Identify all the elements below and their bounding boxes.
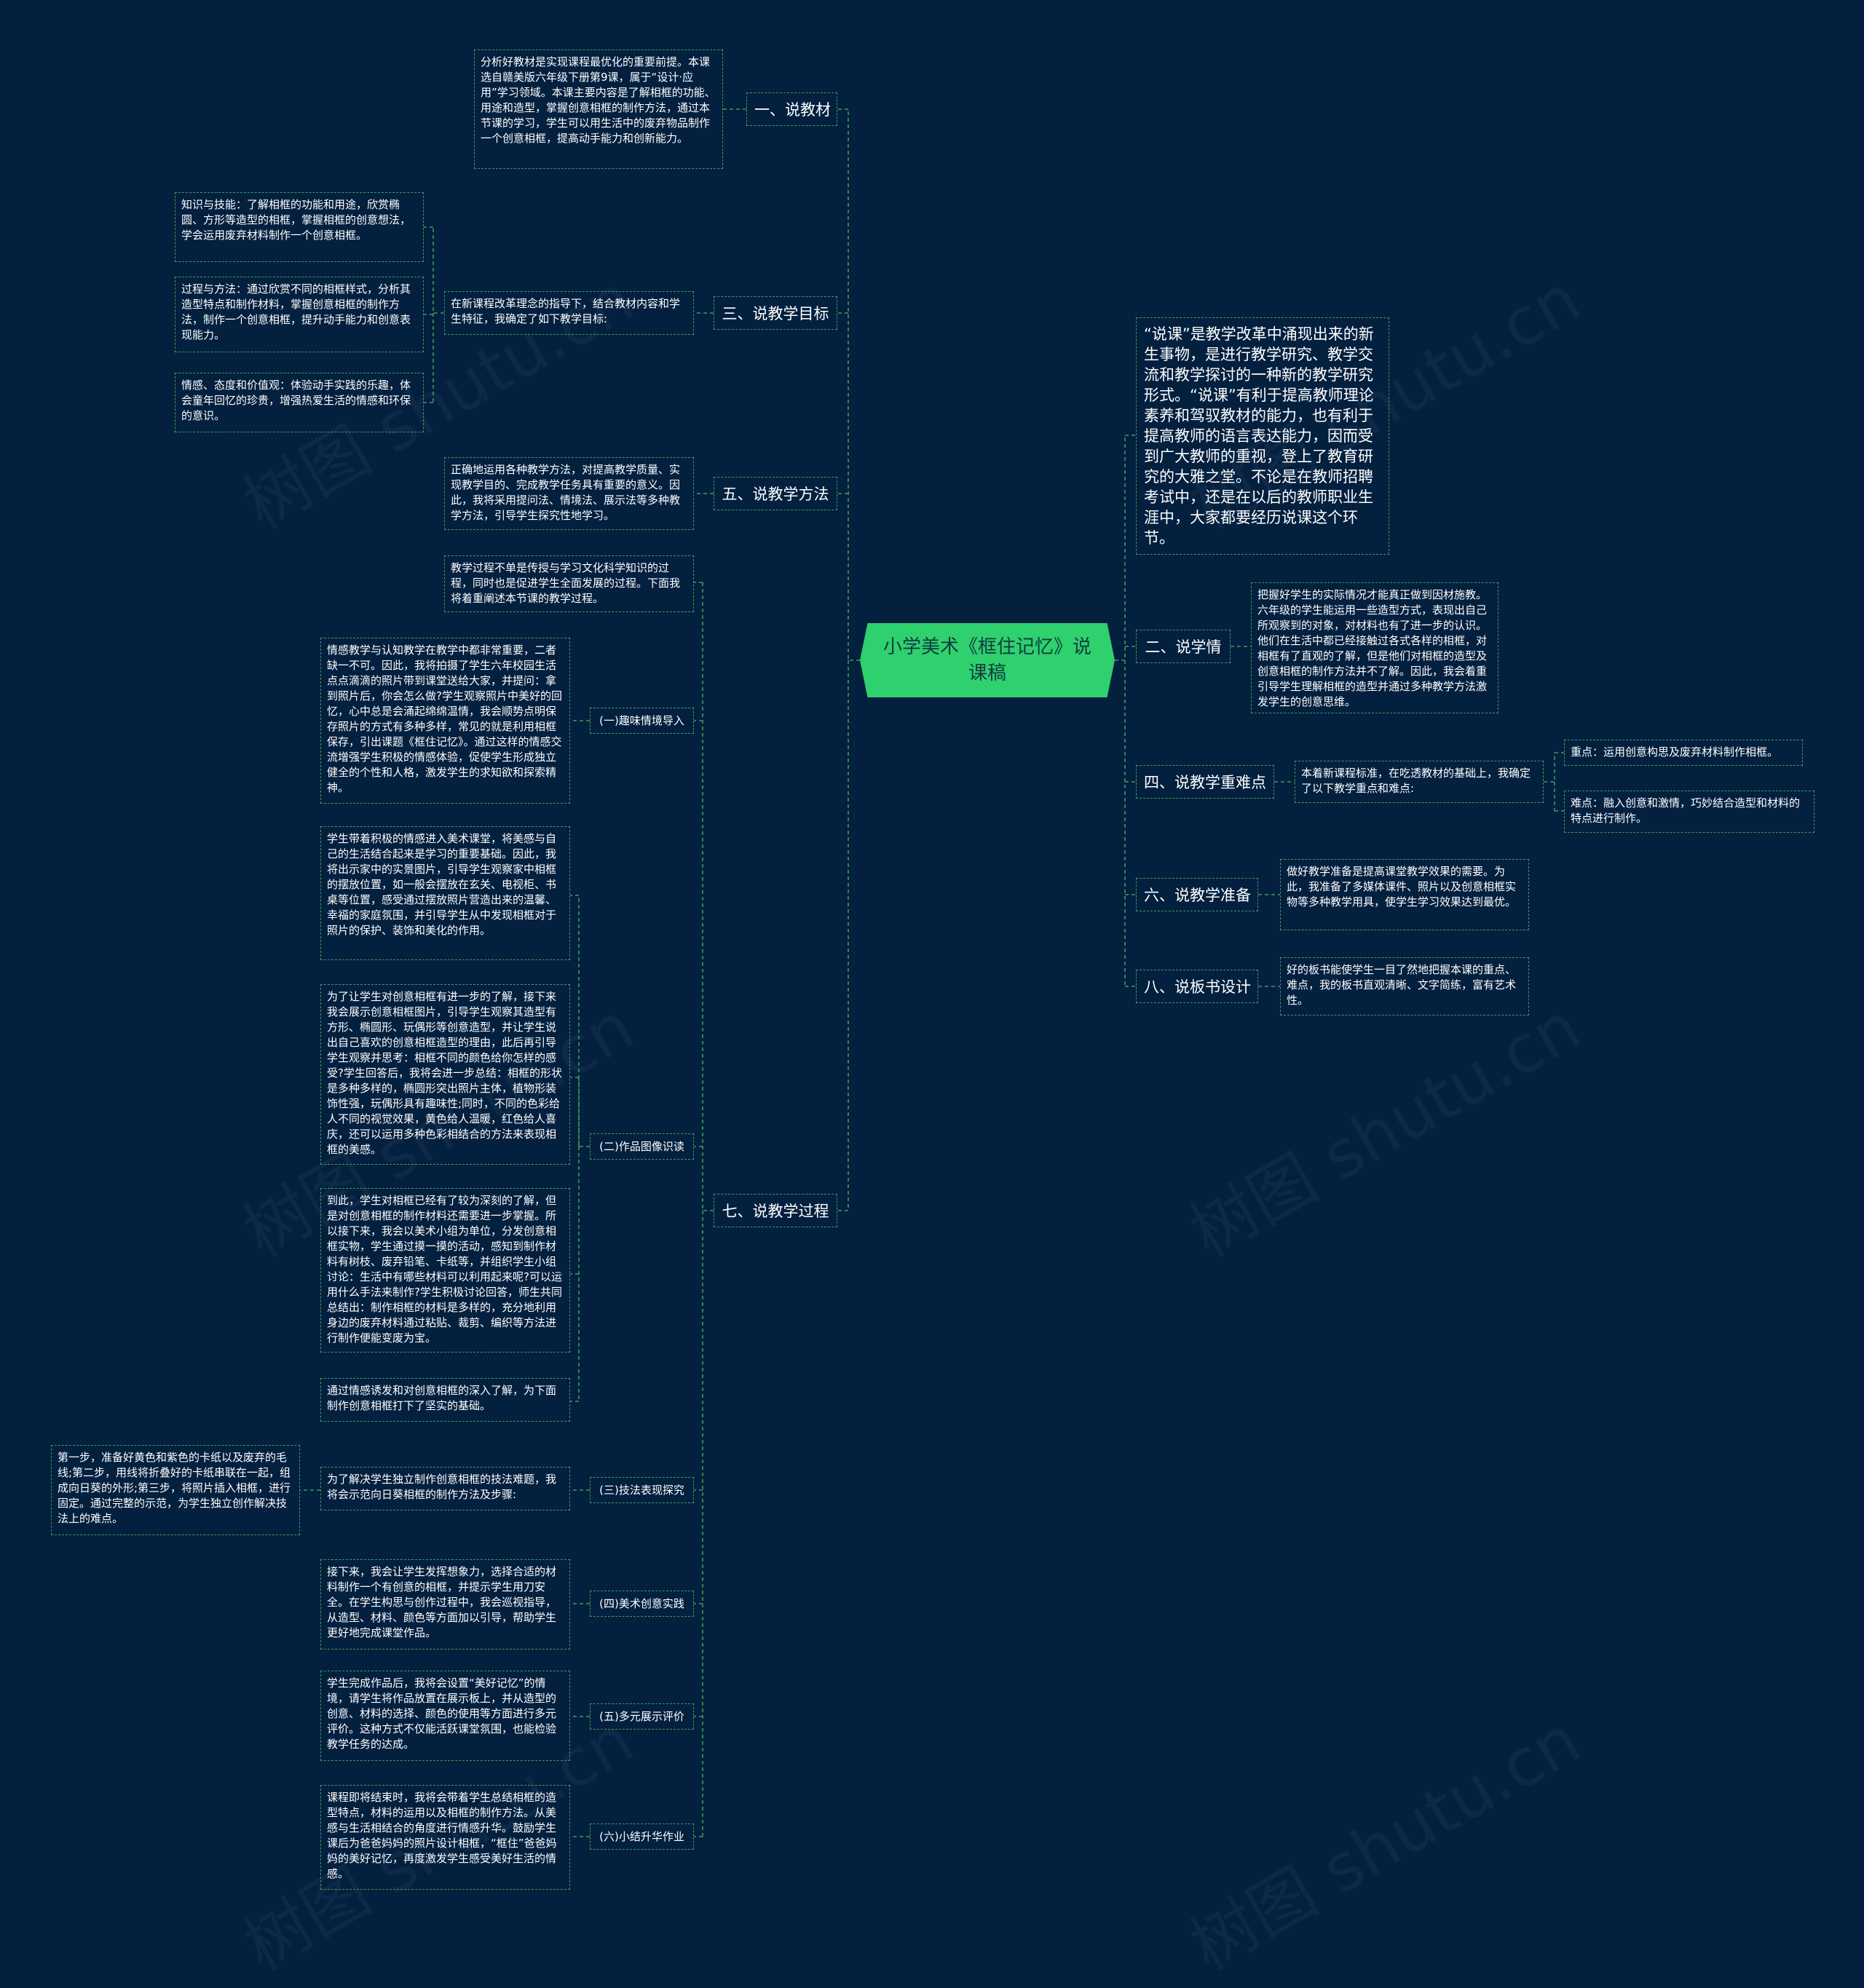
- branch-teaching-preparation[interactable]: 六、说教学准备: [1136, 878, 1258, 911]
- difficult-point-text: 难点：融入创意和激情，巧妙结合造型和材料的特点进行制作。: [1564, 791, 1814, 833]
- mind-map-canvas: 树图 shutu.cn 树图 shutu.cn 树图 shutu.cn 树图 s…: [51, 49, 1814, 1985]
- step-6-text: 课程即将结束时，我将会带着学生总结相框的造型特点，材料的运用以及相框的制作方法。…: [320, 1785, 570, 1890]
- intro-text: “说课”是教学改革中涌现出来的新生事物，是进行教学研究、教学交流和教学探讨的一种…: [1136, 317, 1389, 555]
- branch-teaching-goals[interactable]: 三、说教学目标: [714, 296, 837, 330]
- left-spine: [848, 109, 860, 1211]
- branch-teaching-methods[interactable]: 五、说教学方法: [714, 477, 837, 510]
- process-step-5[interactable]: (五)多元展示评价: [590, 1703, 694, 1730]
- process-step-1[interactable]: (一)趣味情境导入: [590, 708, 694, 734]
- step-4-text: 接下来，我会让学生发挥想象力，选择合适的材料制作一个有创意的相框，并提示学生用刀…: [320, 1559, 570, 1650]
- student-analysis-text: 把握好学生的实际情况才能真正做到因材施教。六年级的学生能运用一些造型方式，表现出…: [1251, 582, 1498, 713]
- branch-student-analysis[interactable]: 二、说学情: [1136, 630, 1231, 663]
- step-2-text-scene: 学生带着积极的情感进入美术课堂，将美感与自己的生活结合起来是学习的重要基础。因此…: [320, 826, 570, 960]
- goal-emotion-attitude: 情感、态度和价值观：体验动手实践的乐趣，体会童年回忆的珍贵，增强热爱生活的情感和…: [175, 373, 424, 432]
- preparation-text: 做好教学准备是提高课堂教学效果的需要。为此，我准备了多媒体课件、照片以及创意相框…: [1280, 859, 1529, 930]
- right-spine: [1115, 435, 1126, 986]
- goal-knowledge-skills: 知识与技能：了解相框的功能和用途，欣赏椭圆、方形等造型的相框，掌握相框的创意想法…: [175, 192, 424, 262]
- step-5-text: 学生完成作品后，我将会设置“美好记忆”的情境，请学生将作品放置在展示板上，并从造…: [320, 1671, 570, 1761]
- process-step-2[interactable]: (二)作品图像识读: [590, 1133, 694, 1160]
- board-design-text: 好的板书能使学生一目了然地把握本课的重点、难点，我的板书直观清晰、文字简练，富有…: [1280, 957, 1529, 1015]
- key-point-text: 重点：运用创意构思及废弃材料制作相框。: [1564, 740, 1803, 766]
- goal-process-method: 过程与方法：通过欣赏不同的相框样式，分析其造型特点和制作材料，掌握创意相框的制作…: [175, 277, 424, 352]
- process-intro-text: 教学过程不单是传授与学习文化科学知识的过程，同时也是促进学生全面发展的过程。下面…: [444, 555, 694, 612]
- branch-teaching-material[interactable]: 一、说教材: [746, 92, 837, 126]
- process-step-4[interactable]: (四)美术创意实践: [590, 1591, 694, 1617]
- process-step-6[interactable]: (六)小结升华作业: [590, 1823, 694, 1850]
- step-3-text: 为了解决学生独立制作创意相框的技法难题，我将会示范向日葵相框的制作方法及步骤:: [320, 1467, 570, 1510]
- step-2-text-materials: 到此，学生对相框已经有了较为深刻的了解，但是对创意相框的制作材料还需要进一步掌握…: [320, 1188, 570, 1353]
- step-1-text: 情感教学与认知教学在教学中都非常重要，二者缺一不可。因此，我将拍摄了学生六年校园…: [320, 638, 570, 804]
- connector-lines: [300, 108, 1564, 1837]
- goals-intro-text: 在新课程改革理念的指导下，结合教材内容和学生特征，我确定了如下教学目标:: [444, 291, 694, 335]
- key-difficult-intro-text: 本着新课程标准，在吃透教材的基础上，我确定了以下教学重点和难点:: [1295, 761, 1544, 803]
- process-step-3[interactable]: (三)技法表现探究: [590, 1477, 694, 1503]
- step-3-demo-steps: 第一步，准备好黄色和紫色的卡纸以及废弃的毛线;第二步，用线将折叠好的卡纸串联在一…: [51, 1445, 300, 1535]
- teaching-methods-text: 正确地运用各种教学方法，对提高教学质量、实现教学目的、完成教学任务具有重要的意义…: [444, 457, 694, 530]
- root-topic[interactable]: 小学美术《框住记忆》说课稿: [860, 623, 1115, 697]
- step-2-text-summary: 通过情感诱发和对创意相框的深入了解，为下面制作创意相框打下了坚实的基础。: [320, 1378, 570, 1422]
- step-2-text-observe: 为了让学生对创意相框有进一步的了解，接下来我会展示创意相框图片，引导学生观察其造…: [320, 984, 570, 1165]
- branch-teaching-process[interactable]: 七、说教学过程: [714, 1194, 837, 1227]
- material-analysis-text: 分析好教材是实现课程最优化的重要前提。本课选自赣美版六年级下册第9课，属于“设计…: [474, 49, 723, 169]
- branch-board-design[interactable]: 八、说板书设计: [1136, 970, 1258, 1003]
- branch-key-difficult-points[interactable]: 四、说教学重难点: [1136, 765, 1274, 799]
